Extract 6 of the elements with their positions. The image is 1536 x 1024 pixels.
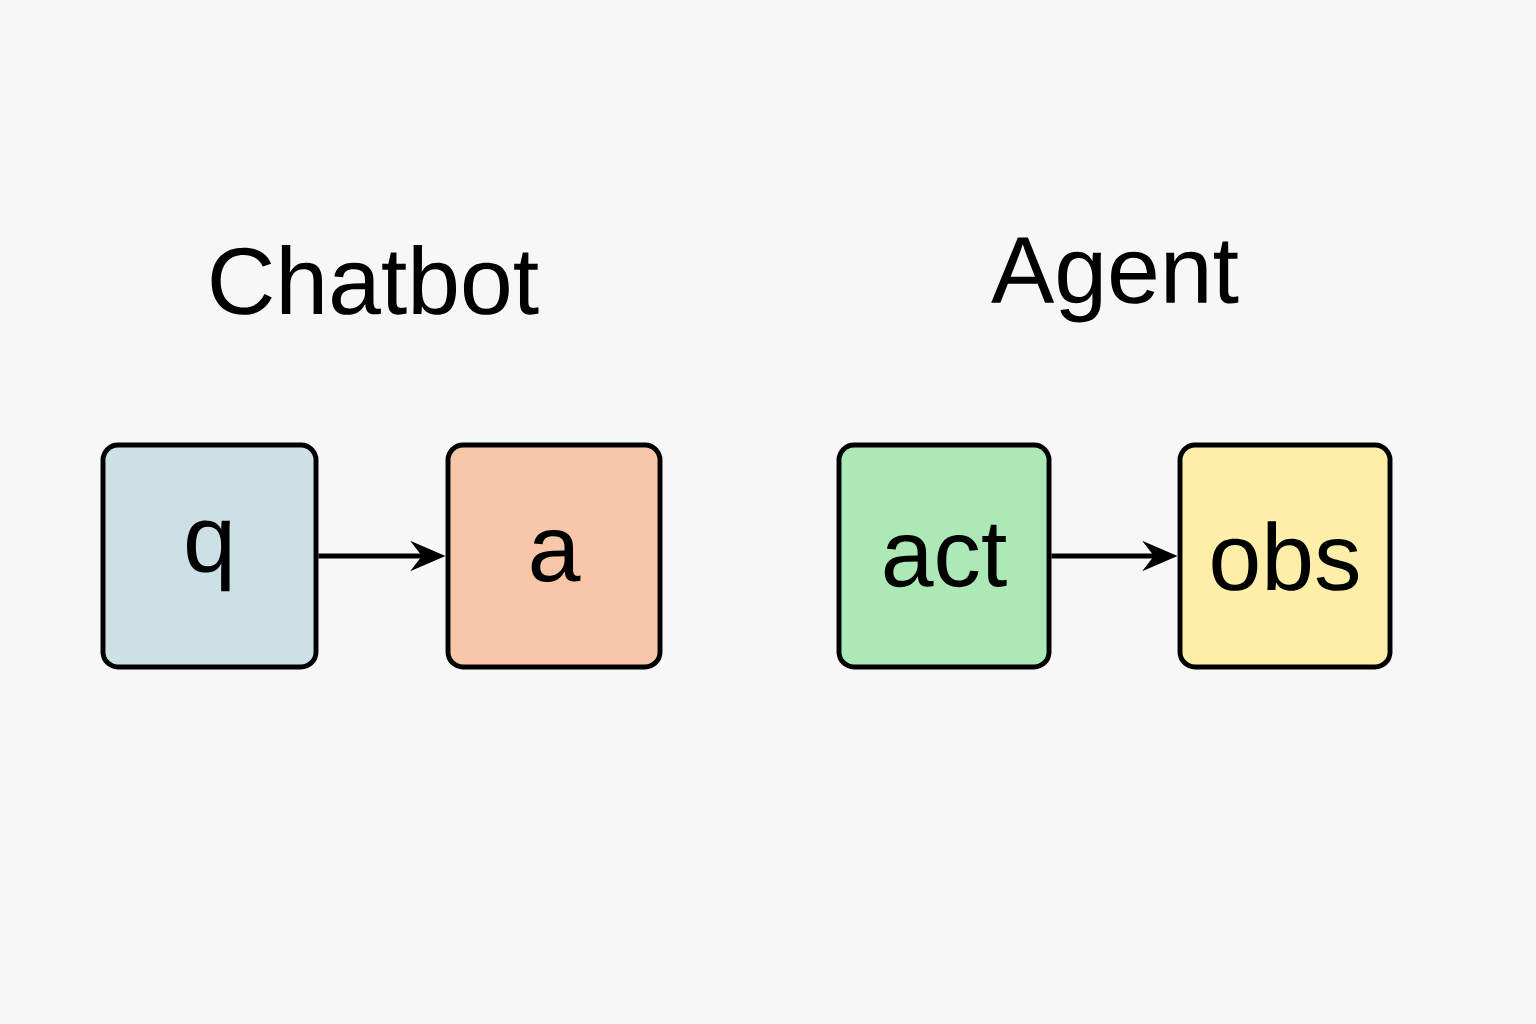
text-box: a — [445, 442, 663, 670]
text-box: obs — [1177, 442, 1393, 670]
heading: Agent — [991, 237, 1239, 323]
heading: Chatbot — [211, 245, 539, 315]
text-box: act — [836, 442, 1052, 670]
text-box: q — [100, 442, 319, 670]
